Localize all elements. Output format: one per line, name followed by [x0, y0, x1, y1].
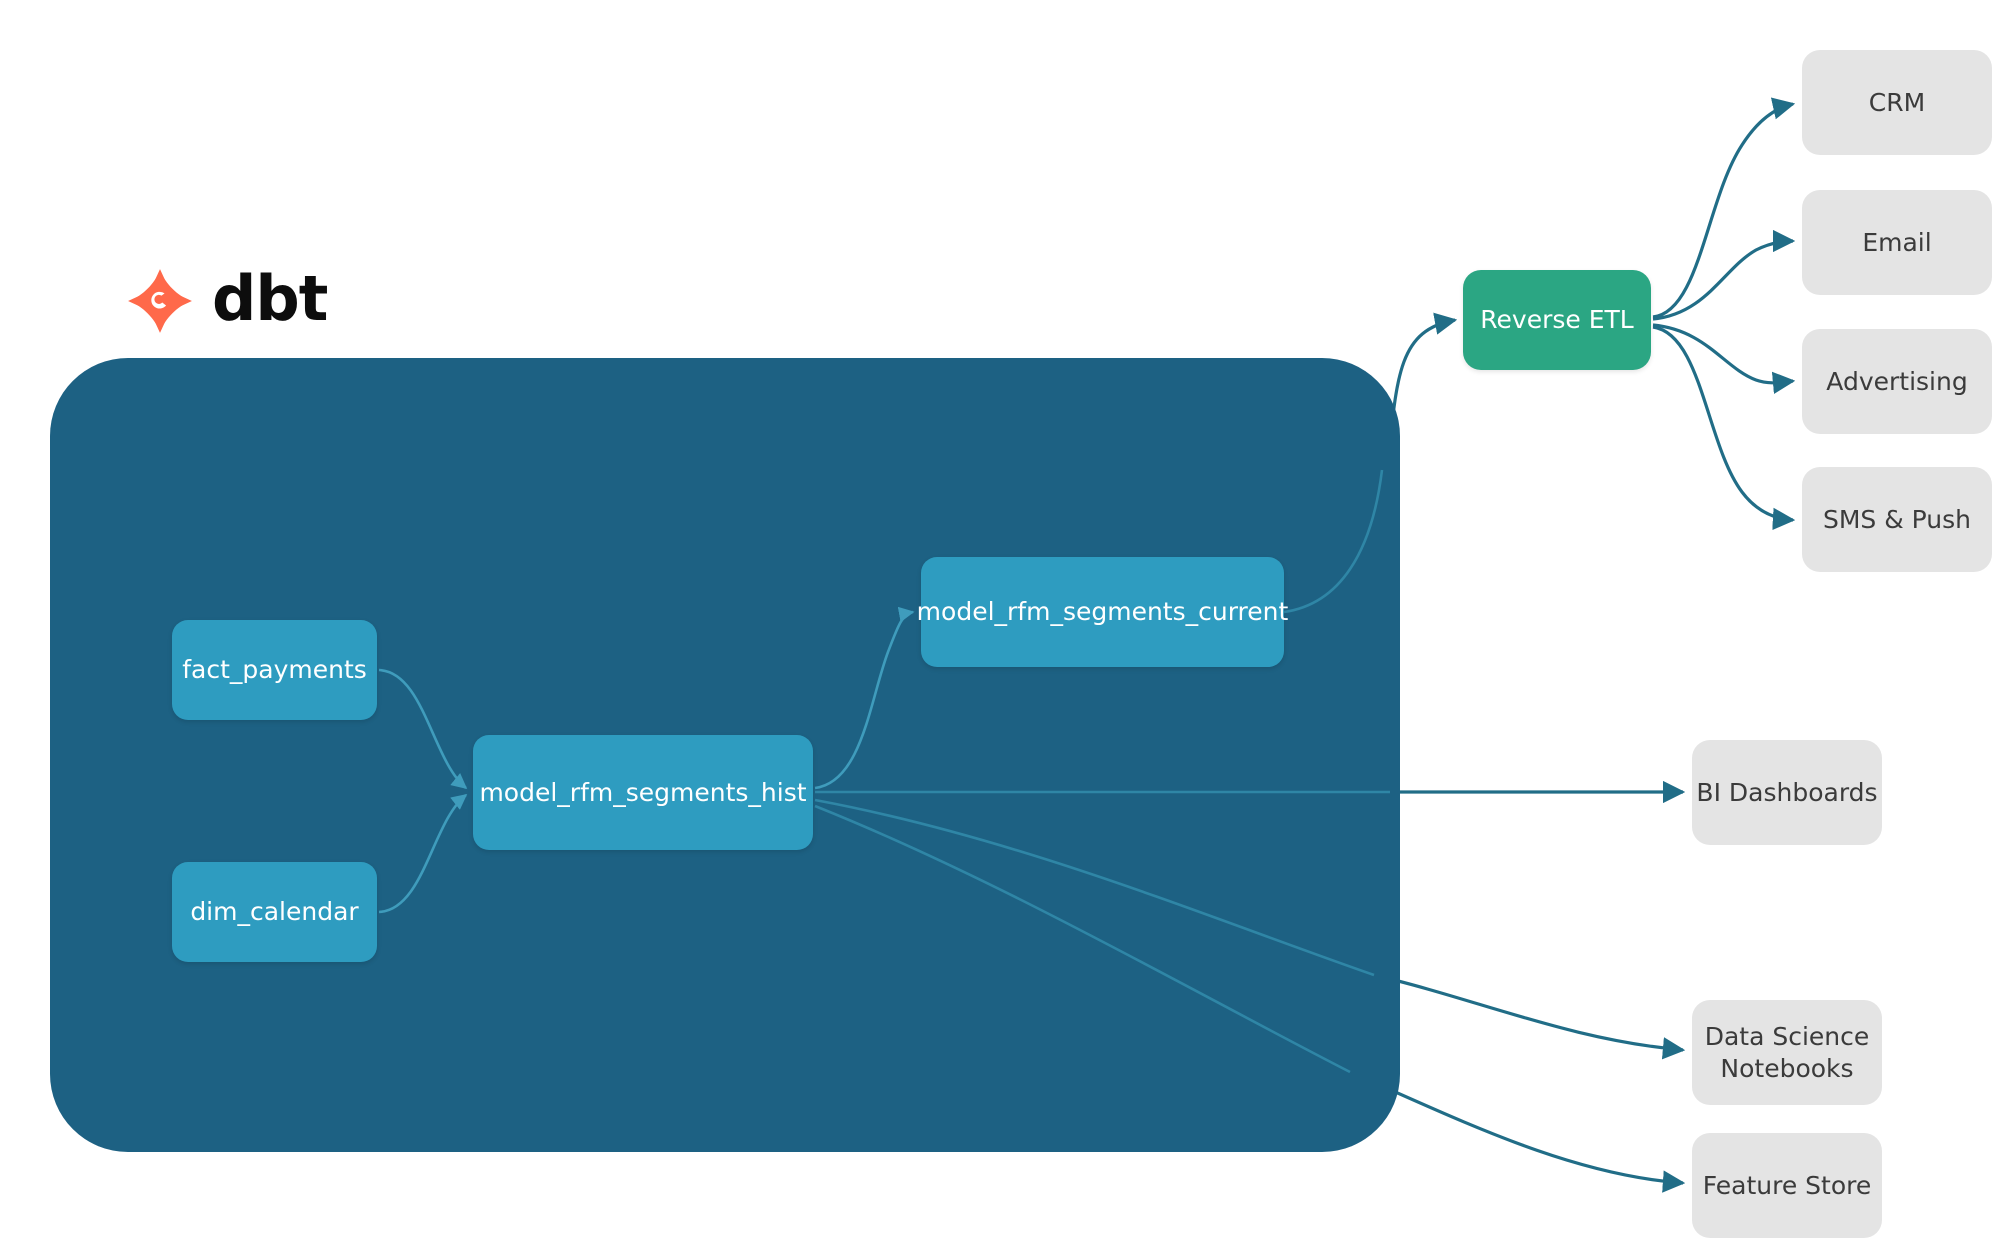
edge-reverse-etl-to-advertising [1652, 323, 1796, 394]
edge-hist-to-feature-store [1349, 1070, 1686, 1193]
edge-reverse-etl-to-email [1652, 229, 1796, 321]
consumer-node-feature-store[interactable]: Feature Store [1692, 1133, 1882, 1238]
destination-node-advertising[interactable]: Advertising [1802, 329, 1992, 434]
destination-node-sms-push[interactable]: SMS & Push [1802, 467, 1992, 572]
model-node-fact-payments[interactable]: fact_payments [172, 620, 377, 720]
dbt-wordmark: dbt [212, 262, 328, 335]
model-node-dim-calendar[interactable]: dim_calendar [172, 862, 377, 962]
dbt-logo-icon [128, 269, 192, 333]
edge-reverse-etl-to-crm [1652, 97, 1796, 319]
reverse-etl-node[interactable]: Reverse ETL [1463, 270, 1651, 370]
consumer-node-data-science-notebooks[interactable]: Data Science Notebooks [1692, 1000, 1882, 1105]
model-node-model-rfm-segments-current[interactable]: model_rfm_segments_current [917, 557, 1288, 667]
destination-node-crm[interactable]: CRM [1802, 50, 1992, 155]
edge-hist-to-ds-notebooks [1373, 973, 1686, 1060]
consumer-node-bi-dashboards[interactable]: BI Dashboards [1692, 740, 1882, 845]
consumer-label-line-1: Data Science [1704, 1021, 1870, 1051]
consumer-label-line-2: Notebooks [1720, 1053, 1854, 1083]
dbt-logo: dbt [122, 258, 332, 344]
destination-node-email[interactable]: Email [1802, 190, 1992, 295]
model-node-model-rfm-segments-hist[interactable]: model_rfm_segments_hist [473, 735, 813, 850]
edge-reverse-etl-to-sms-push [1652, 325, 1796, 531]
